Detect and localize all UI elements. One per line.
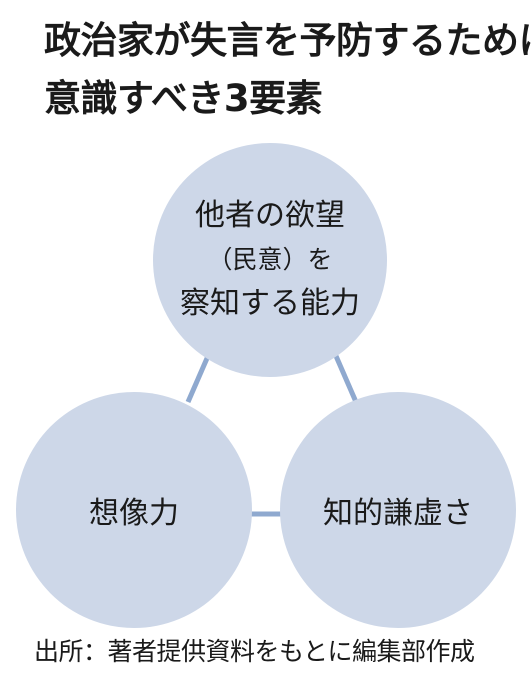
node-top-line-2: （民意）を xyxy=(207,245,333,274)
node-imagination: 想像力 xyxy=(16,392,252,628)
connector-top-right xyxy=(333,355,359,403)
node-desire-perception: 他者の欲望 （民意）を 察知する能力 xyxy=(153,143,387,377)
node-left-label: 想像力 xyxy=(89,496,179,531)
node-top-line-3: 察知する能力 xyxy=(180,286,360,321)
node-top-line-1: 他者の欲望 xyxy=(195,198,345,233)
page-title: 政治家が失言を予防するために 意識すべき3要素 xyxy=(44,12,532,128)
source-note: 出所：著者提供資料をもとに編集部作成 xyxy=(34,637,475,666)
node-right-label: 知的謙虚さ xyxy=(323,496,473,531)
node-intellectual-humility: 知的謙虚さ xyxy=(280,392,516,628)
title-line-1: 政治家が失言を予防するために xyxy=(44,19,532,62)
connector-top-left xyxy=(185,355,211,403)
title-line-2: 意識すべき3要素 xyxy=(44,77,323,120)
